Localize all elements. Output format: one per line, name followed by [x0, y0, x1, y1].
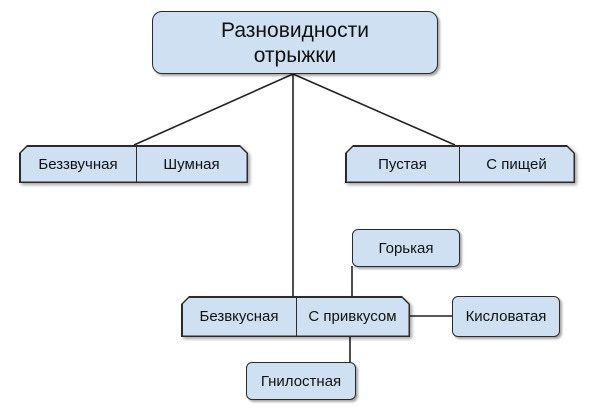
connector-root-content: [292, 73, 456, 146]
node-group-taste: Безвкусная С привкусом: [181, 296, 410, 337]
root-title-line1: Разновидности: [221, 18, 369, 42]
node-noisy: Шумная: [136, 147, 247, 182]
node-sour-label: Кисловатая: [465, 308, 547, 325]
root-title-line2: отрыжки: [253, 43, 337, 67]
node-putrid: Гнилостная: [246, 362, 356, 400]
node-bitter: Горькая: [352, 229, 460, 267]
node-silent: Беззвучная: [38, 155, 118, 173]
node-putrid-label: Гнилостная: [260, 372, 342, 390]
connector-root-sound: [133, 73, 294, 146]
node-tasteless: Безвкусная: [199, 308, 279, 325]
node-group-content: Пустая С пищей: [345, 145, 575, 183]
node-empty: Пустая: [378, 155, 427, 173]
node-group-sound: Беззвучная Шумная: [19, 145, 248, 183]
node-with-taste: С привкусом: [296, 298, 409, 336]
node-with-food: С пищей: [459, 147, 574, 182]
node-sour: Кисловатая: [452, 296, 560, 337]
root-node: Разновидности отрыжки: [152, 11, 438, 74]
node-bitter-label: Горькая: [378, 239, 434, 257]
